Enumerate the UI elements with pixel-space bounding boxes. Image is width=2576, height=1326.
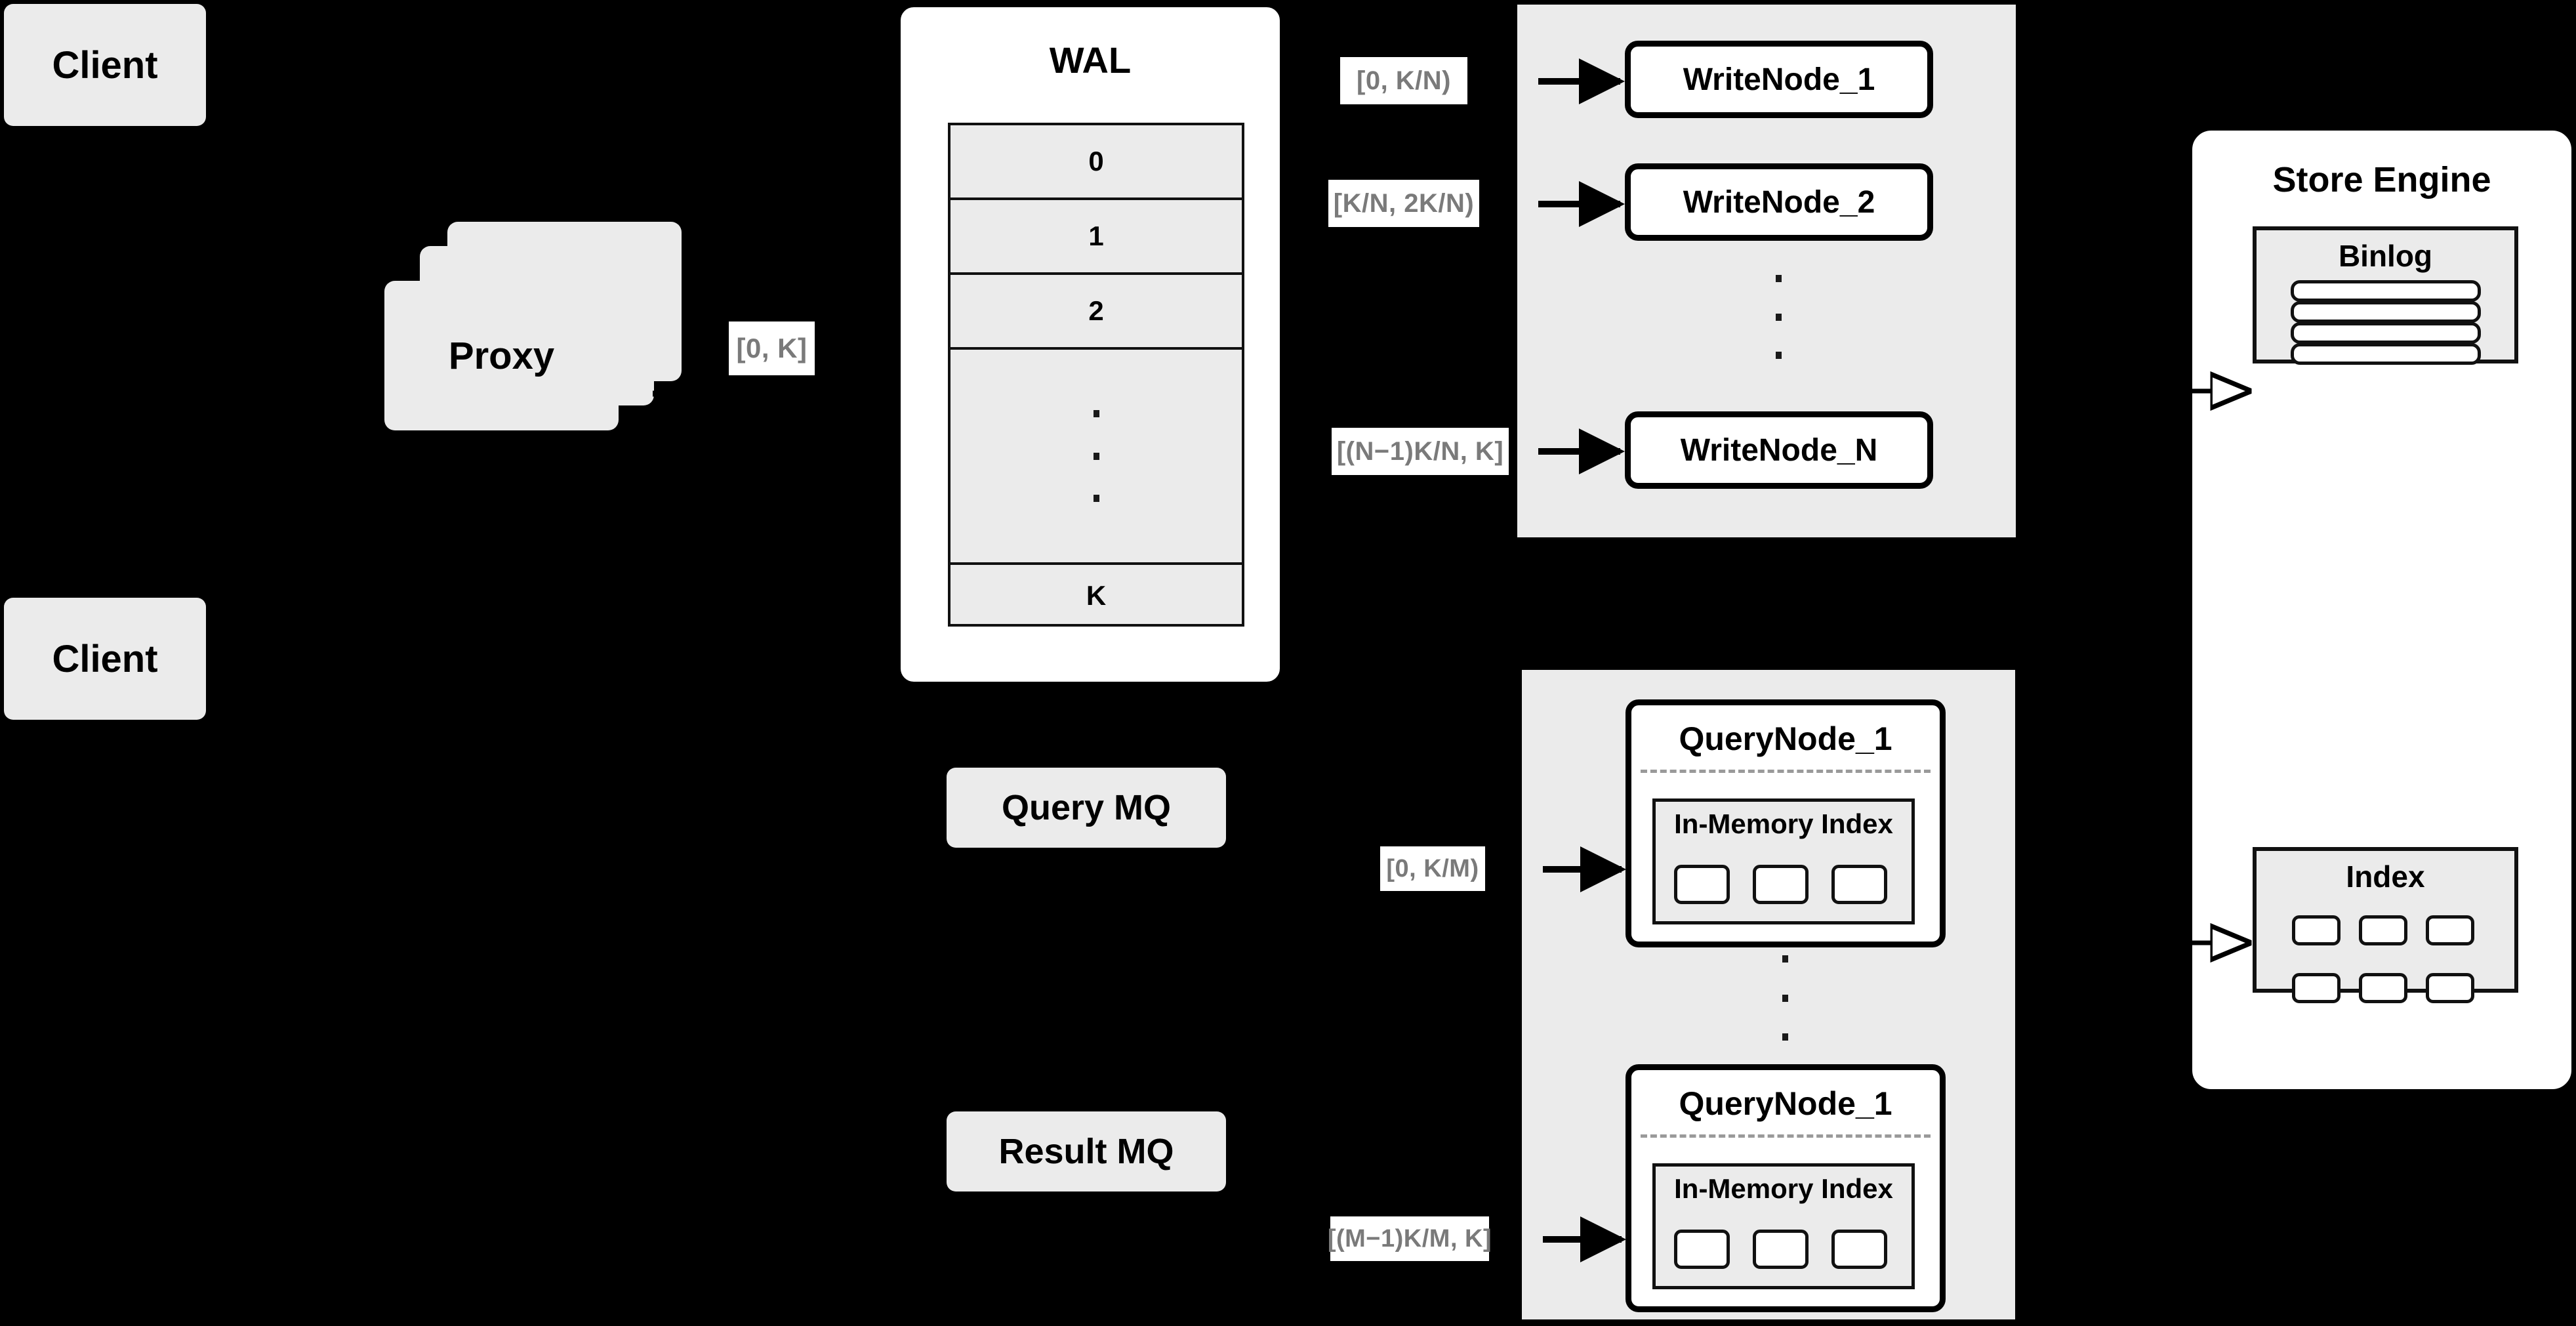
binlog-section: Binlog bbox=[2253, 226, 2518, 365]
index-section: Index bbox=[2253, 847, 2518, 1003]
client-box-2[interactable]: Client bbox=[4, 598, 206, 720]
write-node-n[interactable]: WriteNode_N bbox=[1625, 411, 1933, 489]
query-node-2-index-chip-1 bbox=[1674, 1230, 1730, 1269]
query-node-2-title: QueryNode_1 bbox=[1679, 1085, 1892, 1122]
query-cluster-ellipsis-dots bbox=[1781, 955, 1789, 1041]
index-chip-3 bbox=[2426, 915, 2474, 945]
write-node-2-range-label: [K/N, 2K/N) bbox=[1328, 180, 1479, 227]
client-label-2: Client bbox=[52, 637, 158, 680]
query-node-1-range-label: [0, K/M) bbox=[1380, 846, 1485, 891]
binlog-bar-2 bbox=[2291, 301, 2481, 323]
proxy-box[interactable]: Proxy bbox=[384, 281, 619, 430]
client-box-1[interactable]: Client bbox=[4, 4, 206, 126]
query-node-2[interactable]: QueryNode_1 In-Memory Index bbox=[1625, 1064, 1946, 1312]
write-node-cluster: WriteNode_1 WriteNode_2 WriteNode_N bbox=[1517, 5, 2016, 537]
index-chip-1 bbox=[2292, 915, 2341, 945]
query-node-2-index-chip-2 bbox=[1753, 1230, 1809, 1269]
wal-row-0: 0 bbox=[951, 125, 1242, 200]
query-mq-box[interactable]: Query MQ bbox=[947, 768, 1226, 848]
query-node-1-index-chip-1 bbox=[1674, 865, 1730, 904]
result-mq-label: Result MQ bbox=[998, 1132, 1174, 1171]
wal-entry-table: 0 1 2 K bbox=[948, 123, 1244, 627]
query-node-1-index-chip-2 bbox=[1753, 865, 1809, 904]
wal-row-ellipsis bbox=[951, 350, 1242, 565]
write-node-1-range-label: [0, K/N) bbox=[1340, 57, 1467, 104]
query-node-1-title: QueryNode_1 bbox=[1679, 720, 1892, 757]
query-node-1-divider bbox=[1641, 770, 1931, 773]
query-node-2-index-title: In-Memory Index bbox=[1674, 1173, 1893, 1204]
proxy-range-label: [0, K] bbox=[729, 321, 815, 375]
write-node-1[interactable]: WriteNode_1 bbox=[1625, 41, 1933, 118]
proxy-label: Proxy bbox=[448, 334, 555, 377]
query-node-cluster: QueryNode_1 In-Memory Index QueryNode_1 … bbox=[1522, 670, 2015, 1319]
store-engine-panel: Store Engine Binlog Index bbox=[2188, 126, 2576, 1094]
query-node-1[interactable]: QueryNode_1 In-Memory Index bbox=[1625, 699, 1946, 947]
binlog-title: Binlog bbox=[2338, 239, 2433, 273]
wal-row-k: K bbox=[1086, 580, 1107, 611]
write-cluster-ellipsis-dots bbox=[1774, 275, 1782, 359]
query-node-2-divider bbox=[1641, 1134, 1931, 1138]
query-node-1-index-title: In-Memory Index bbox=[1674, 808, 1893, 839]
wal-ellipsis-dots bbox=[1093, 410, 1099, 502]
wal-row-2: 2 bbox=[951, 275, 1242, 350]
index-chip-6 bbox=[2426, 973, 2474, 1003]
binlog-bar-3 bbox=[2291, 322, 2481, 344]
client-label-1: Client bbox=[52, 43, 158, 87]
query-mq-label: Query MQ bbox=[1001, 788, 1172, 827]
index-chip-2 bbox=[2359, 915, 2407, 945]
binlog-bar-4 bbox=[2291, 343, 2481, 365]
query-node-1-in-memory-index: In-Memory Index bbox=[1652, 798, 1915, 924]
query-node-1-index-chip-3 bbox=[1831, 865, 1887, 904]
binlog-bar-1 bbox=[2291, 280, 2481, 302]
result-mq-box[interactable]: Result MQ bbox=[947, 1111, 1226, 1191]
query-node-2-in-memory-index: In-Memory Index bbox=[1652, 1163, 1915, 1289]
wal-title: WAL bbox=[1049, 39, 1132, 81]
store-engine-title: Store Engine bbox=[2272, 160, 2491, 199]
query-node-2-range-label: [(M−1)K/M, K] bbox=[1328, 1216, 1492, 1261]
index-chip-5 bbox=[2359, 973, 2407, 1003]
wal-panel: WAL 0 1 2 K bbox=[897, 3, 1284, 686]
wal-row-1: 1 bbox=[951, 200, 1242, 275]
index-title: Index bbox=[2346, 860, 2425, 894]
index-chip-4 bbox=[2292, 973, 2341, 1003]
write-node-2[interactable]: WriteNode_2 bbox=[1625, 163, 1933, 241]
write-node-n-range-label: [(N−1)K/N, K] bbox=[1332, 428, 1509, 475]
query-node-2-index-chip-3 bbox=[1831, 1230, 1887, 1269]
